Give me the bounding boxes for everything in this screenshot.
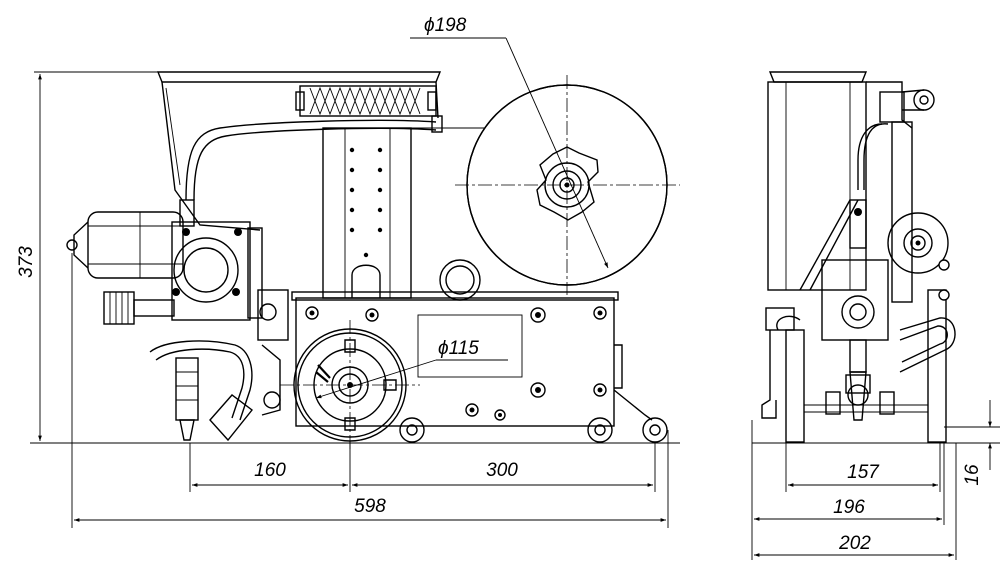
dim-offset-160: 160 bbox=[254, 460, 286, 481]
dim-length-598: 598 bbox=[354, 496, 386, 517]
drive-wheel bbox=[280, 320, 420, 450]
gearbox bbox=[171, 199, 263, 321]
reel bbox=[455, 75, 680, 295]
dim-reel-diameter: ϕ198 bbox=[424, 15, 467, 36]
column-plate bbox=[322, 127, 485, 299]
side-view bbox=[752, 71, 1000, 444]
feed-tube bbox=[185, 119, 437, 201]
nozzle-assembly bbox=[149, 289, 289, 442]
motor bbox=[66, 211, 184, 279]
dim-side-157: 157 bbox=[847, 462, 880, 483]
dim-wheel-diameter: ϕ115 bbox=[438, 338, 479, 359]
guide-roller bbox=[438, 259, 482, 301]
knob bbox=[103, 291, 175, 325]
dim-spacing-300: 300 bbox=[486, 460, 518, 481]
spring-heater bbox=[295, 85, 443, 133]
hopper bbox=[156, 71, 442, 231]
dim-side-202: 202 bbox=[838, 533, 871, 554]
dim-height-373: 373 bbox=[16, 246, 37, 278]
front-view bbox=[30, 71, 680, 450]
dimension-lines bbox=[34, 37, 1000, 560]
main-housing bbox=[291, 291, 653, 427]
dim-side-196: 196 bbox=[833, 497, 865, 518]
dim-clearance-16: 16 bbox=[962, 464, 983, 486]
